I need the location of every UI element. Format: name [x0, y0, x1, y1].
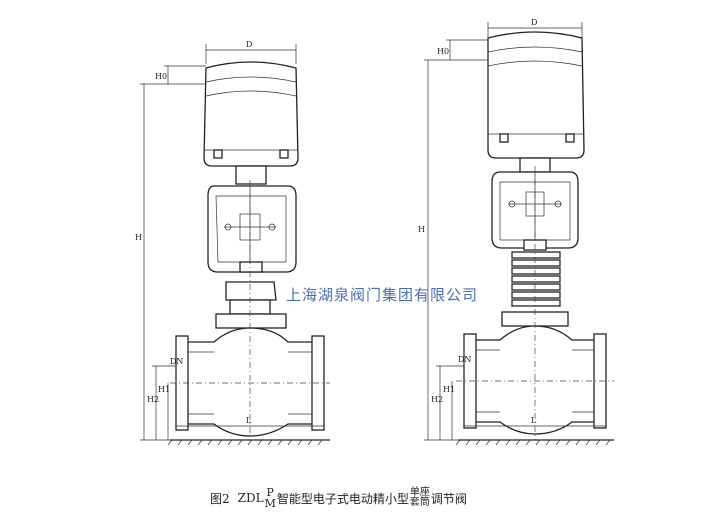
caption-figure: 图2 [210, 491, 230, 506]
caption-variant-bottom: M [264, 497, 276, 510]
caption-variant: P M [265, 487, 276, 509]
right-dim-h0: H0 [437, 47, 449, 56]
caption-type: 单座 套筒 [410, 488, 430, 508]
right-dim-d: D [531, 18, 537, 27]
right-dim-h2: H2 [431, 395, 443, 404]
left-dim-h: H [135, 233, 142, 242]
right-dim-dn: DN [458, 355, 471, 364]
caption-type-bottom: 套筒 [409, 497, 430, 508]
right-dim-h: H [418, 225, 425, 234]
caption-variant-top: P [266, 486, 274, 499]
right-dim-h1: H1 [443, 385, 455, 394]
right-bellows [511, 251, 561, 307]
right-valve: D H0 H H2 H1 DN L [418, 18, 614, 446]
left-dim-l: L [246, 416, 252, 425]
left-dim-h2: H2 [147, 395, 159, 404]
right-dim-l: L [531, 416, 537, 425]
company-watermark: 上海湖泉阀门集团有限公司 [286, 286, 479, 304]
left-valve: D H0 H H2 H1 DN L [135, 40, 330, 446]
figure-caption: 图2 ZDL P M 智能型电子式电动精小型 单座 套筒 调节阀 [210, 487, 467, 509]
left-dim-h1: H1 [158, 385, 170, 394]
left-dim-h0: H0 [155, 72, 167, 81]
caption-type-top: 单座 [409, 487, 430, 498]
left-dim-dn: DN [170, 357, 183, 366]
caption-title-b: 调节阀 [430, 491, 467, 506]
left-dim-d: D [246, 40, 252, 49]
caption-model: ZDL [237, 491, 264, 505]
caption-title-a: 智能型电子式电动精小型 [276, 491, 409, 506]
